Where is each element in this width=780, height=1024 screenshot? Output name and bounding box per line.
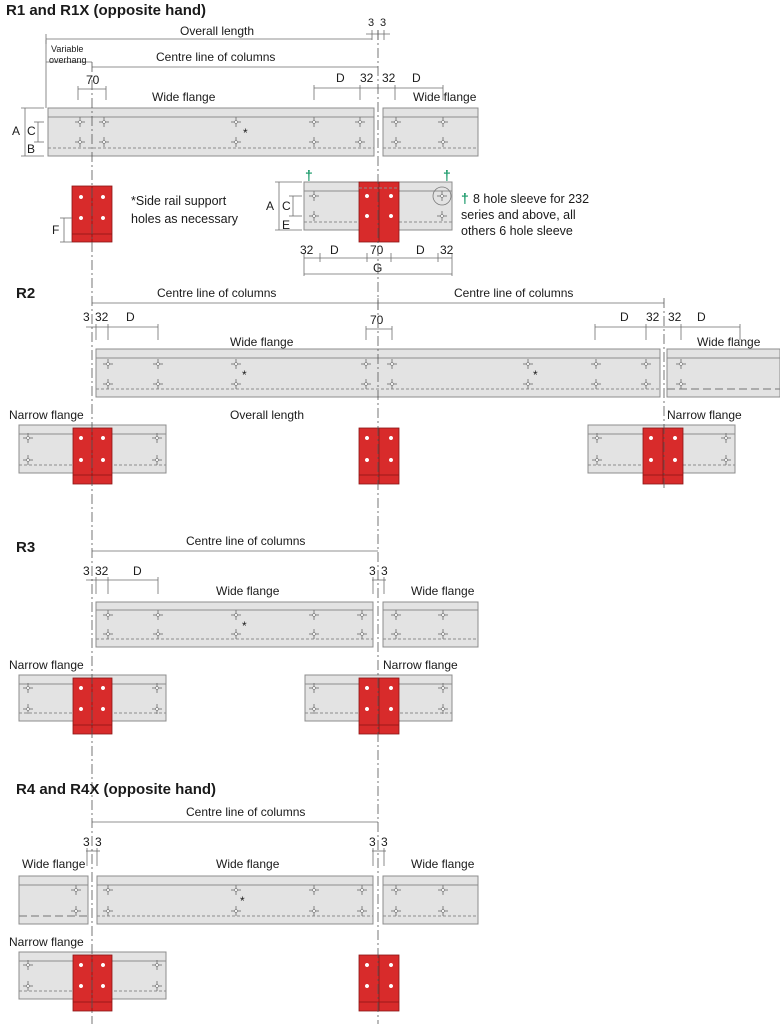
r4-dim-3-l1: 3 (83, 835, 90, 849)
r3-dim-3-r1: 3 (369, 564, 376, 578)
r3-dim-3: 3 (83, 564, 90, 578)
r3-narrow-flange-left: Narrow flange (9, 658, 84, 672)
r1-label-a: A (12, 124, 20, 138)
r1-sleeve-note-3: others 6 hole sleeve (461, 224, 573, 238)
r1-dim-3b: 3 (380, 17, 386, 29)
r1-dagger-right: † (443, 167, 451, 183)
r4-centre-line: Centre line of columns (186, 805, 305, 819)
r1-overall-length: Overall length (180, 24, 254, 38)
r2-dim-d-far: D (697, 310, 706, 324)
r2-wide-flange-main: Wide flange (230, 335, 294, 349)
r1-variable-overhang-2: overhang (49, 55, 87, 65)
r4-wide-flange-left: Wide flange (22, 857, 86, 871)
r2-narrow-flange-left: Narrow flange (9, 408, 84, 422)
r1-centre-line-label: Centre line of columns (156, 50, 275, 64)
section-r2-heading: R2 (16, 285, 35, 302)
r1-label-c: C (27, 124, 36, 138)
r1-dim-70: 70 (86, 73, 100, 87)
r1-detail-dim-32b: 32 (440, 243, 454, 257)
section-r1: R1 and R1X (opposite hand) Overall lengt… (6, 2, 589, 276)
r1-wide-flange-right: Wide flange (413, 90, 477, 104)
r3-centre-line: Centre line of columns (186, 534, 305, 548)
r2-wide-flange-right: Wide flange (697, 335, 761, 349)
r4-wide-flange-main: Wide flange (216, 857, 280, 871)
r1-detail-dim-d2: D (416, 243, 425, 257)
r1-variable-overhang-1: Variable (51, 44, 83, 54)
r3-dim-3-r2: 3 (381, 564, 388, 578)
r4-dim-3-l2: 3 (95, 835, 102, 849)
r2-star-left: * (242, 368, 247, 382)
column-centre-lines (91, 30, 665, 1024)
r3-narrow-flange-right: Narrow flange (383, 658, 458, 672)
r1-star: * (243, 126, 248, 140)
r1-star-note-1: *Side rail support (131, 194, 227, 208)
r1-dim-32a: 32 (360, 71, 374, 85)
r3-star: * (242, 619, 247, 633)
r1-star-note-2: holes as necessary (131, 212, 239, 226)
r1-sleeve-note-2: series and above, all (461, 208, 576, 222)
r3-wide-flange-right: Wide flange (411, 584, 475, 598)
r3-wide-flange-main: Wide flange (216, 584, 280, 598)
r2-star-right: * (533, 368, 538, 382)
r1-dim-d2: D (412, 71, 421, 85)
section-r4: R4 and R4X (opposite hand) Centre line o… (9, 781, 479, 1012)
r4-wide-flange-right: Wide flange (411, 857, 475, 871)
r1-detail-dim-32a: 32 (300, 243, 314, 257)
r1-detail-label-e: E (282, 218, 290, 232)
r4-dim-3-r2: 3 (381, 835, 388, 849)
r3-dim-d: D (133, 564, 142, 578)
section-r4-heading: R4 and R4X (opposite hand) (16, 781, 216, 798)
r2-dim-d-right: D (620, 310, 629, 324)
r2-dim-3: 3 (83, 310, 90, 324)
section-r3-heading: R3 (16, 539, 35, 556)
r1-detail-dim-70: 70 (370, 243, 384, 257)
r2-narrow-flange-right: Narrow flange (667, 408, 742, 422)
r1-dagger-left: † (305, 167, 313, 183)
r1-dim-32b: 32 (382, 71, 396, 85)
r1-label-f: F (52, 223, 59, 237)
r4-star: * (240, 894, 245, 908)
r1-wide-flange-left: Wide flange (152, 90, 216, 104)
r1-sleeve-note-1: 8 hole sleeve for 232 (473, 192, 589, 206)
r4-narrow-flange: Narrow flange (9, 935, 84, 949)
r1-dagger-note: † (461, 190, 469, 206)
r2-dim-32-r2: 32 (668, 310, 682, 324)
r1-dim-3a: 3 (368, 17, 374, 29)
r3-dim-32: 32 (95, 564, 109, 578)
r1-detail-label-a: A (266, 199, 274, 213)
r1-detail-label-c: C (282, 199, 291, 213)
r2-dim-d-left: D (126, 310, 135, 324)
r1-sleeve-detail: † † A C E (266, 167, 589, 276)
section-r1-heading: R1 and R1X (opposite hand) (6, 2, 206, 19)
r1-dim-d1: D (336, 71, 345, 85)
r2-dim-32-r1: 32 (646, 310, 660, 324)
r2-dim-70: 70 (370, 313, 384, 327)
r1-detail-dim-d1: D (330, 243, 339, 257)
r2-centre-line-right: Centre line of columns (454, 286, 573, 300)
r2-dim-32: 32 (95, 310, 109, 324)
r2-overall-length: Overall length (230, 408, 304, 422)
r4-dim-3-r1: 3 (369, 835, 376, 849)
section-r3: R3 Centre line of columns 3 32 D 3 3 Wid… (9, 534, 479, 735)
r2-centre-line-left: Centre line of columns (157, 286, 276, 300)
r1-label-b: B (27, 142, 35, 156)
